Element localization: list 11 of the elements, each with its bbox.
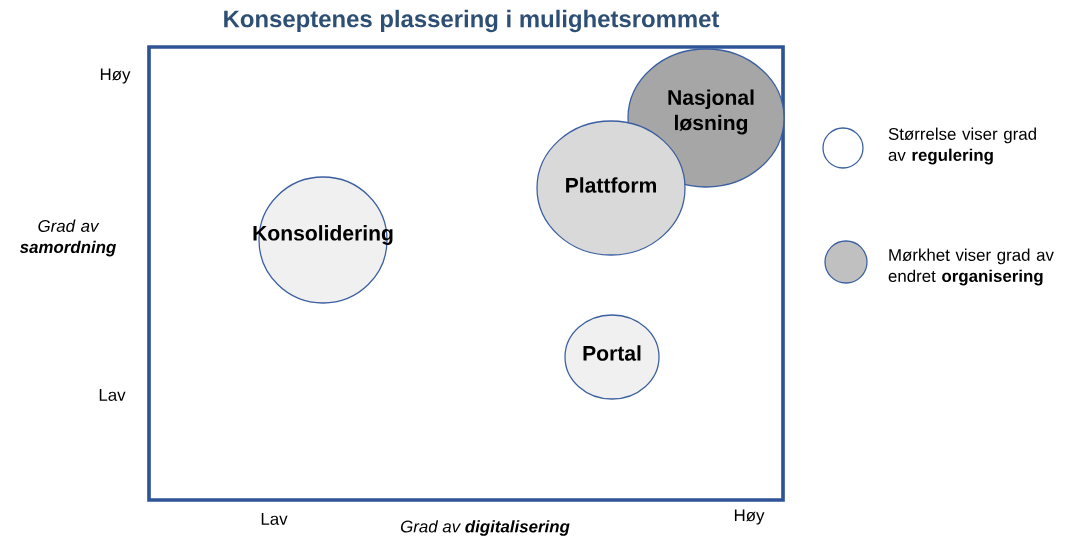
concept-bubble: Konsolidering [253,176,393,304]
axis-label: Lav [99,389,126,401]
axis-label: Lav [261,513,288,525]
axis-title: Grad av digitalisering [401,520,570,536]
axis-title: Grad av samordning [19,219,116,257]
title: Konseptenes plassering i mulighetsrommet [224,9,720,33]
axis-label: Høy [734,509,765,525]
concept-bubble: Portal [564,314,660,400]
legend-text: Mørkhet viser grad av endret organisering [888,248,1054,286]
axis-label: Høy [100,68,131,84]
legend-text: Størrelse viser grad av regulering [888,127,1036,165]
